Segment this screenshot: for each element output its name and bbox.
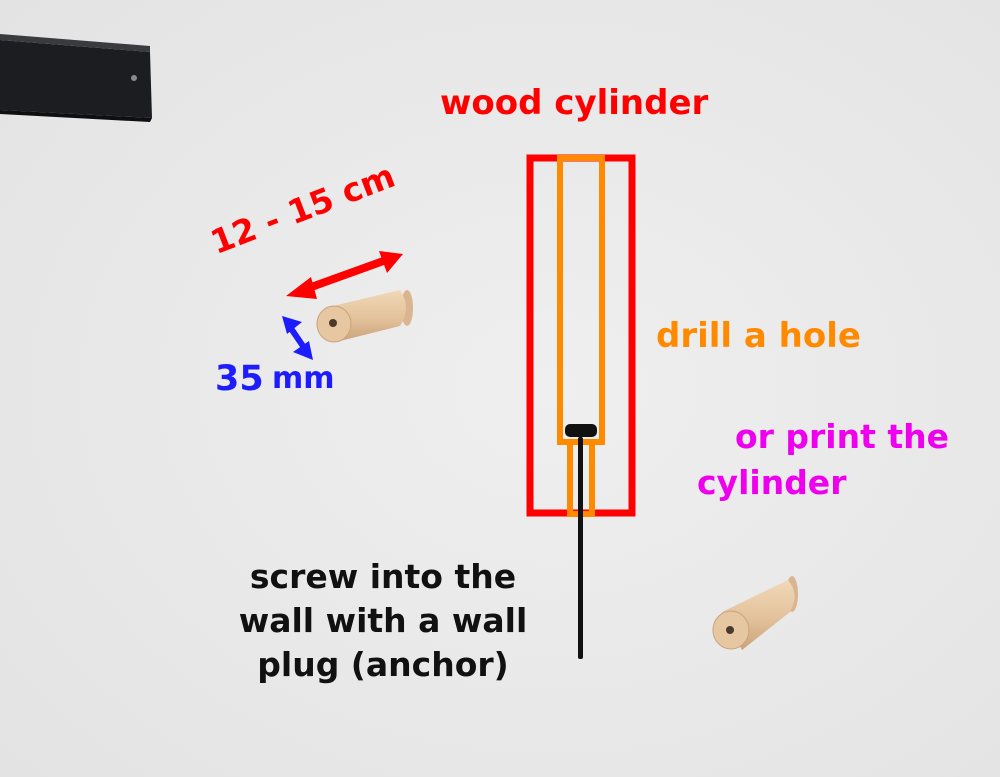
screw-line-2: wall with a wall [238, 601, 528, 640]
diameter-value-label: 35 [215, 359, 264, 399]
print-cylinder-label: or print the cylinder [697, 414, 949, 506]
length-arrow-icon [286, 251, 403, 299]
drill-hole-label: drill a hole [656, 316, 861, 356]
screw-shaft [578, 437, 583, 659]
diameter-arrow-icon [282, 316, 313, 360]
print-line-2: cylinder [697, 463, 847, 502]
diameter-unit-label: mm [272, 361, 335, 396]
screw-head [565, 424, 597, 437]
wooden-peg-left [316, 290, 413, 343]
screw-line-3: plug (anchor) [257, 645, 509, 684]
screw-line-1: screw into the [249, 557, 517, 596]
shelf [0, 34, 152, 122]
wood-cylinder-label: wood cylinder [440, 83, 709, 123]
print-line-1: or print the [734, 417, 949, 456]
wooden-peg-right [712, 576, 798, 650]
screw-instruction-label: screw into the wall with a wall plug (an… [218, 555, 548, 687]
